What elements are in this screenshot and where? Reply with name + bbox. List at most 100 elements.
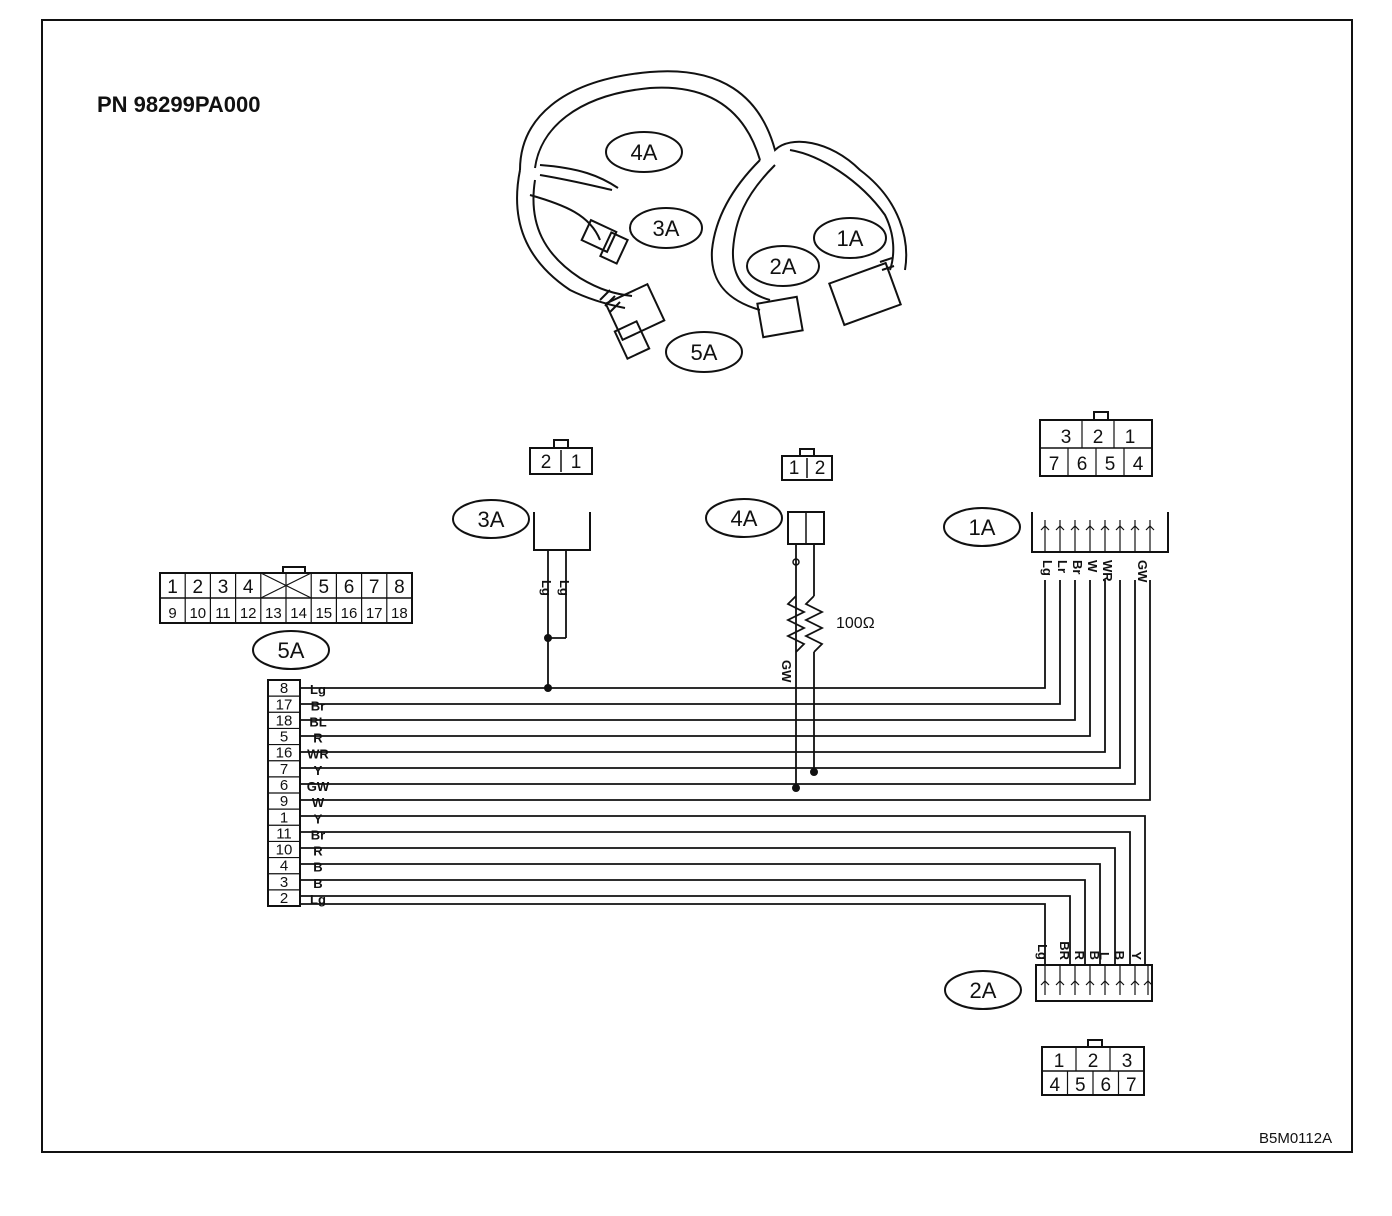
harness-label-5A: 5A (691, 340, 718, 365)
c2A-wire: Lg (1035, 944, 1050, 960)
c5A-row-pin: 11 (276, 825, 292, 842)
diagram-frame (41, 19, 1353, 1153)
c2A-face-pin: 3 (1122, 1051, 1133, 1072)
c1A-face-pin: 2 (1093, 427, 1104, 448)
resistor-value: 100Ω (836, 615, 875, 632)
c2A-wire: L (1097, 952, 1112, 960)
c5A-row-wire: Br (311, 698, 325, 713)
c5A-face-pin: 15 (315, 605, 332, 622)
c5A-row-pin: 16 (276, 745, 293, 762)
c1A-face-pin: 5 (1105, 454, 1116, 475)
c2A-face-pin: 5 (1075, 1075, 1086, 1096)
c5A-row-pin: 3 (280, 874, 288, 891)
c2A-wire: B (1112, 951, 1127, 960)
c5A-row-wire: B (313, 860, 322, 875)
c5A-face-pin: 12 (240, 605, 257, 622)
figure-code: B5M0112A (1259, 1130, 1332, 1147)
c2A-face-pin: 1 (1054, 1051, 1065, 1072)
c1A-face-pin: 1 (1125, 427, 1136, 448)
c1A-face-pin: 3 (1061, 427, 1072, 448)
c5A-row-wire: R (313, 731, 323, 746)
c1A-wire: WR (1100, 560, 1115, 582)
connector-label-1A: 1A (969, 515, 996, 540)
c5A-face-pin: 2 (193, 577, 204, 598)
c5A-row-wire: Lg (310, 682, 326, 697)
c5A-row-pin: 6 (280, 777, 288, 794)
c1A-wire: Br (1070, 560, 1085, 574)
c5A-face-pin: 16 (341, 605, 358, 622)
c2A-wire: R (1072, 951, 1087, 961)
c4A-pin: 2 (815, 458, 826, 479)
c1A-face-pin: 6 (1077, 454, 1088, 475)
c5A-row-wire: Y (314, 811, 323, 826)
c5A-row-pin: 4 (280, 858, 288, 875)
harness-illustration (516, 70, 908, 360)
c5A-face-pin: 4 (243, 577, 254, 598)
harness-label-1A: 1A (837, 226, 864, 251)
harness-ovals: 4A 3A 2A 1A 5A (605, 131, 887, 373)
c1A-face-pin: 4 (1133, 454, 1144, 475)
c2A-face-pin: 6 (1100, 1075, 1111, 1096)
c5A-face-pin: 10 (189, 605, 206, 622)
c5A-row-wire: GW (307, 779, 330, 794)
c5A-face-pin: 8 (394, 577, 405, 598)
c1A-wire: GW (1135, 560, 1150, 583)
connector-label-4A: 4A (731, 506, 758, 531)
c5A-face-pin: 11 (215, 605, 231, 622)
c5A-face-pin: 3 (218, 577, 229, 598)
c1A-wire: Lr (1055, 560, 1070, 573)
c5A-face-pin: 14 (290, 605, 307, 622)
c5A-row-wire: W (312, 795, 325, 810)
harness-label-4A: 4A (631, 140, 658, 165)
c5A-row-pin: 1 (280, 809, 288, 826)
c5A-row-pin: 18 (276, 712, 293, 729)
c3A-pin: 2 (541, 452, 552, 473)
c4A-pin: 1 (789, 458, 800, 479)
c5A-face-pin: 13 (265, 605, 282, 622)
c2A-face-pin: 2 (1088, 1051, 1099, 1072)
connector-label-5A: 5A (278, 638, 305, 663)
c5A-face-pin: 18 (391, 605, 408, 622)
c2A-wire: Y (1129, 951, 1144, 960)
c2A-wire: B (1087, 951, 1102, 960)
c5A-row-wire: Br (311, 827, 325, 842)
c4A-wire: GW (779, 660, 794, 683)
harness-label-2A: 2A (770, 254, 797, 279)
c5A-row-pin: 17 (276, 696, 293, 713)
c2A-face-pin: 4 (1049, 1075, 1060, 1096)
c1A-face-pin: 7 (1049, 454, 1060, 475)
harness-label-3A: 3A (653, 216, 680, 241)
c1A-wire: Lg (1040, 560, 1055, 576)
c5A-row-wire: Y (314, 763, 323, 778)
connector-label-3A: 3A (478, 507, 505, 532)
part-number: PN 98299PA000 (97, 92, 261, 117)
c5A-face-pin: 1 (167, 577, 178, 598)
c3A-pin: 1 (571, 452, 582, 473)
c5A-row-pin: 10 (276, 842, 293, 859)
c5A-face-pin: 6 (344, 577, 355, 598)
c2A-wire: BR (1057, 941, 1072, 960)
c5A-row-wire: BL (309, 714, 326, 729)
c5A-face-pin: 7 (369, 577, 380, 598)
connector-label-2A: 2A (970, 978, 997, 1003)
c5A-row-wire: R (313, 844, 323, 859)
c5A-row-pin: 9 (280, 793, 288, 810)
c3A-wire: Lg (539, 580, 554, 596)
c5A-face-pin: 9 (168, 605, 176, 622)
connector-3A: 2 1 Lg Lg (529, 439, 593, 692)
connector-4A: 1 2 GW 100Ω (779, 448, 875, 792)
wire-bundle (300, 580, 1151, 965)
c5A-face-pin: 5 (319, 577, 330, 598)
c2A-face-pin: 7 (1126, 1075, 1137, 1096)
c5A-row-pin: 7 (280, 761, 288, 778)
c5A-row-pin: 8 (280, 680, 288, 697)
c5A-row-wire: WR (307, 747, 329, 762)
c5A-row-pin: 2 (280, 890, 288, 907)
c5A-row-wire: B (313, 876, 322, 891)
